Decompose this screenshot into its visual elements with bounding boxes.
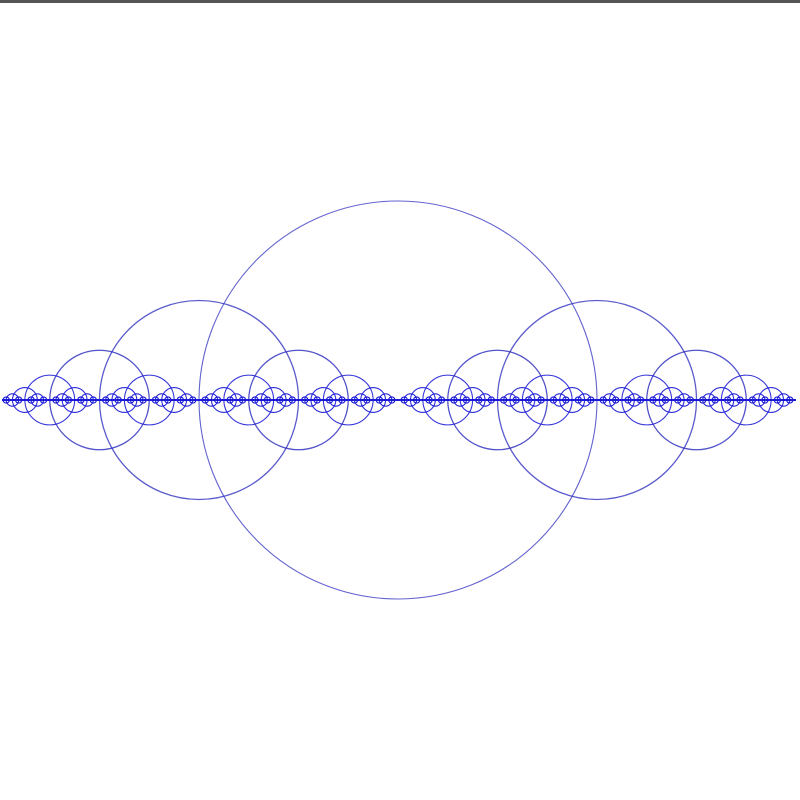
fractal-canvas bbox=[2, 200, 796, 600]
window-top-border bbox=[0, 0, 800, 3]
fractal-circles bbox=[2, 200, 796, 600]
